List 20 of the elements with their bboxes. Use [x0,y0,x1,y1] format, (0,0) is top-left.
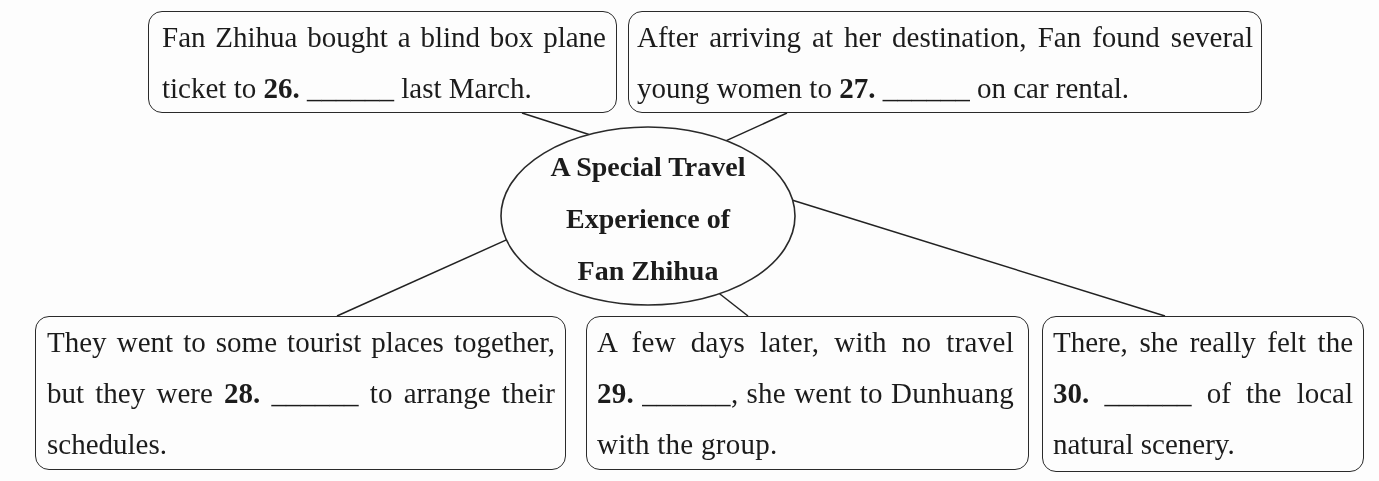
statement-text: After arriving at her destination, Fan found several young women to 27. ______ on car rental. [637,20,1253,106]
connector-line [336,239,508,317]
connector-line [718,293,749,317]
fill-in-line: ______ [307,72,394,104]
statement-text: Fan Zhihua bought a blind box plane ticket to 26. ______ last March. [162,20,606,106]
fill-in-line: ______ [882,72,970,104]
topic-title: A Special Travel Experience of Fan Zhihua [549,150,747,288]
statement-text: They went to some tourist places together, but they were 28. ______ to arrange their schedules. [47,325,555,462]
connector-line [725,112,788,142]
rounded-box [1042,316,1364,472]
fill-in-line: ______ [271,377,359,409]
connector-line [521,112,590,136]
fill-in-line: ______ [642,377,731,409]
statement-text: A few days later, with no travel 29. ______, she went to Dunhuang with the group. [597,325,1014,462]
topic-ellipse [500,126,796,306]
statement-text: There, she really felt the 30. ______ of the local natural scenery. [1053,325,1353,462]
rounded-box [148,11,617,113]
rounded-box [628,11,1262,113]
rounded-box [586,316,1029,470]
fill-in-line: ______ [1104,377,1192,409]
